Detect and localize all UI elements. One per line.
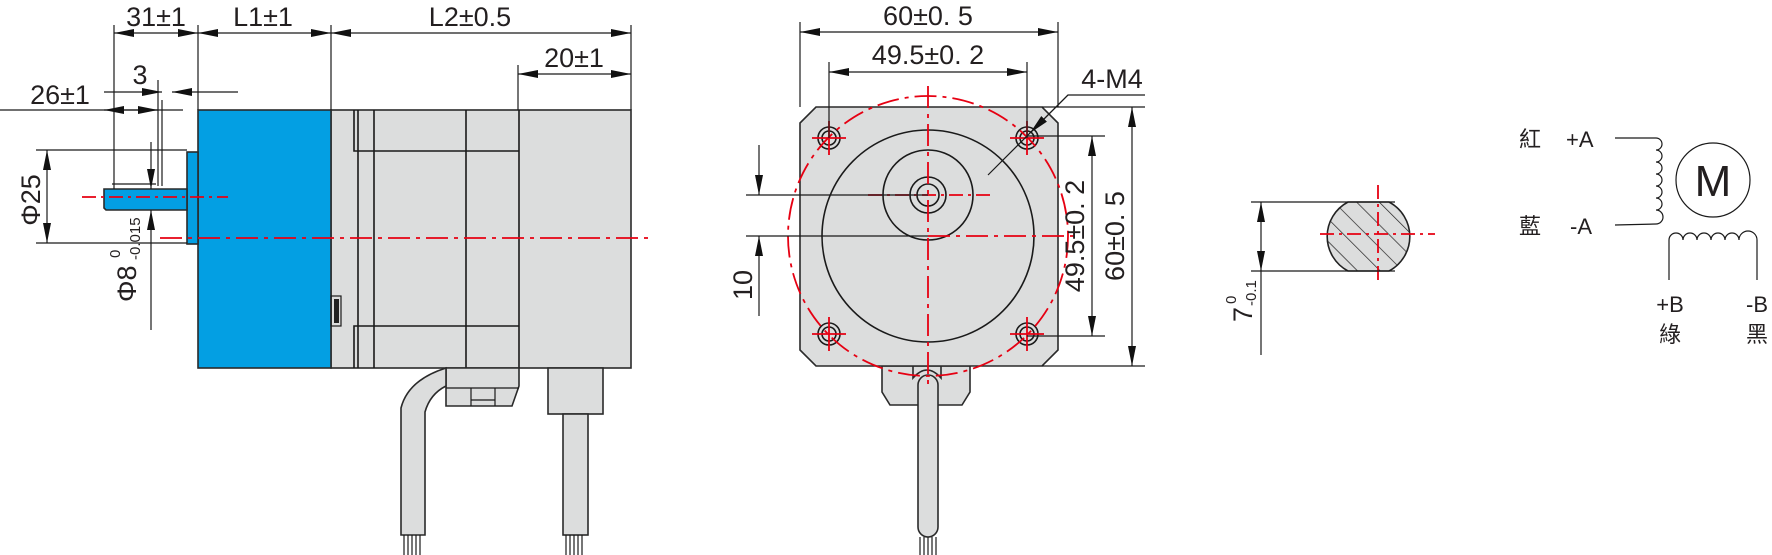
dim-offset-10: 10 [728,270,758,300]
dim-phi8-tol-upper: 0 [107,250,124,258]
dim-20: 20±1 [544,43,604,73]
motor-symbol [1675,142,1751,218]
label-color-green: 綠 [1659,322,1681,347]
shaft-section: 7 0 -0.1 [1223,185,1435,355]
flange-boss [186,151,199,245]
dim-height-49: 49.5±0. 2 [1060,180,1090,292]
side-view: 31±1 L1±1 L2±0.5 20±1 3 26±1 Φ25 Φ8 0 -0… [0,2,650,555]
dim-height-60: 60±0. 5 [1100,191,1130,281]
dim-31: 31±1 [126,2,186,32]
dim-flat-tol-upper: 0 [1223,296,1240,304]
label-phase-a-plus: +A [1566,127,1594,152]
dim-phi25: Φ25 [16,174,46,226]
dim-flat-tol-lower: -0.1 [1243,280,1260,306]
label-phase-a-minus: -A [1570,214,1592,239]
label-phase-b-minus: -B [1746,292,1768,317]
label-color-blue: 藍 [1519,214,1541,239]
dim-26: 26±1 [30,80,90,110]
label-color-red: 紅 [1519,127,1541,152]
dim-flat-7: 7 [1228,307,1258,322]
dim-3: 3 [132,60,147,90]
shaft [103,188,188,211]
front-view: 60±0. 5 49.5±0. 2 4-M4 60±0. 5 49.5±0. 2… [728,1,1145,555]
dim-width-60: 60±0. 5 [883,1,973,31]
wiring-diagram: 紅 +A 藍 -A M +B -B 綠 黑 [1519,127,1768,347]
dim-L1: L1±1 [233,2,293,32]
motor-body [330,109,632,369]
dim-L2: L2±0.5 [429,2,511,32]
label-color-black: 黑 [1746,322,1768,347]
motor-label: M [1695,157,1732,206]
dim-phi8-tol-lower: -0.015 [127,217,144,260]
dim-hole-4-m4: 4-M4 [1081,64,1143,94]
dim-phi8: Φ8 [112,265,142,302]
dim-width-49: 49.5±0. 2 [872,40,984,70]
label-phase-b-plus: +B [1656,292,1684,317]
encoder-housing [197,109,332,369]
